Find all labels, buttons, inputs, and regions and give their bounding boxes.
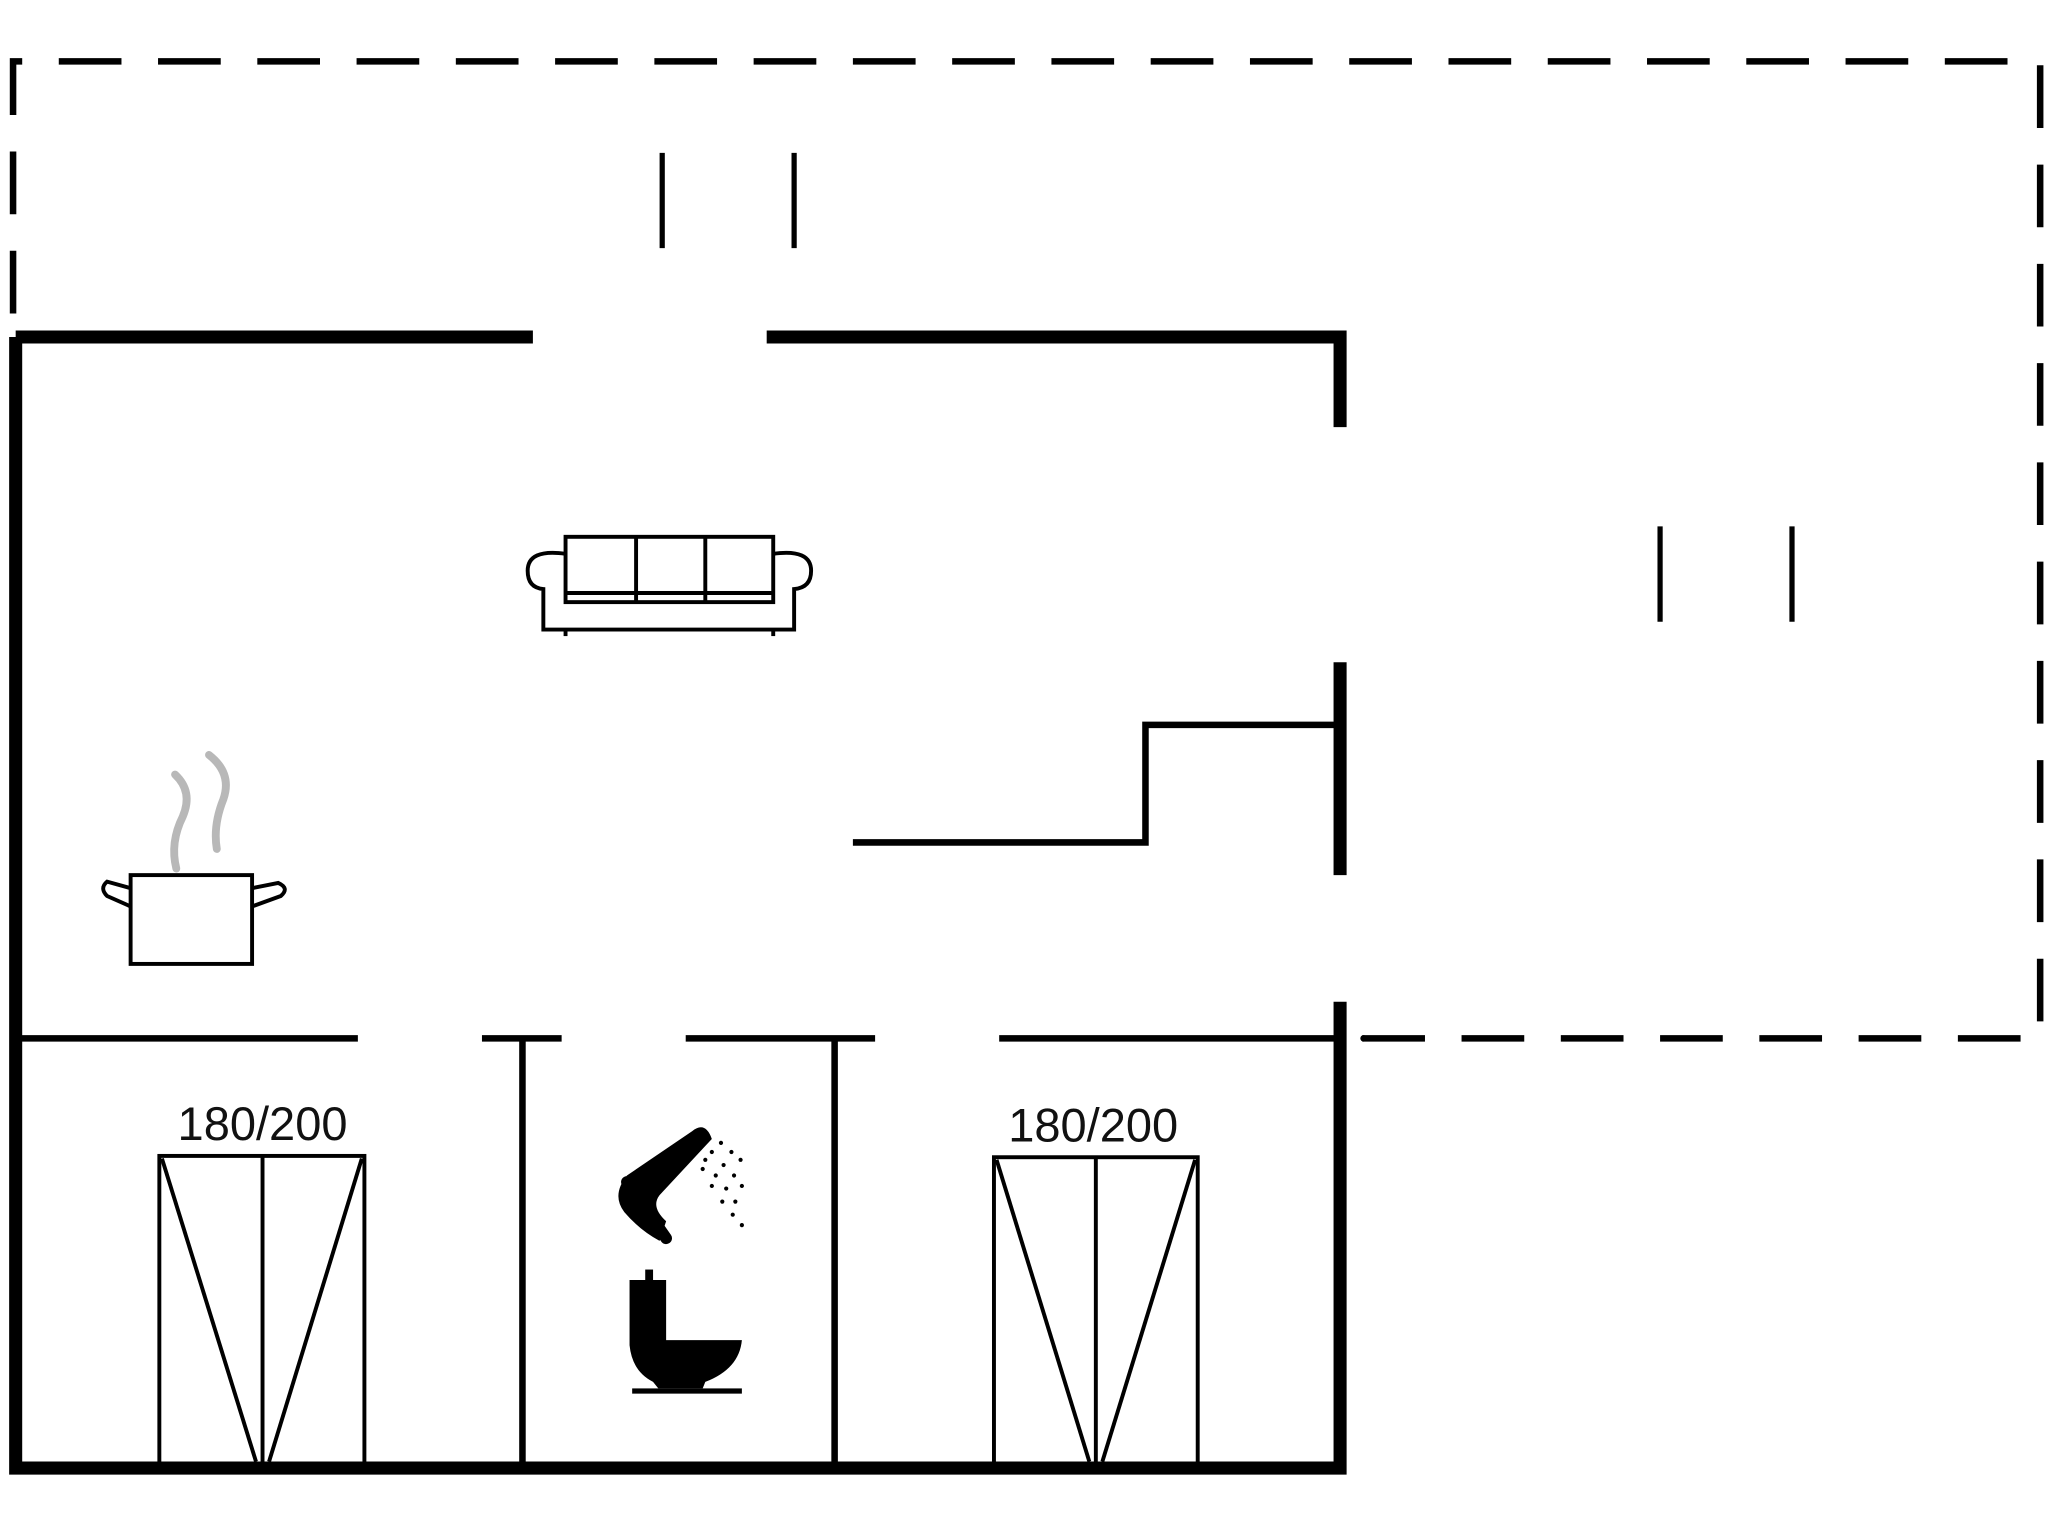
cooking-pot-icon [101, 751, 287, 966]
terrace-dot [1360, 1035, 1367, 1042]
bed-size-label: 180/200 [1008, 1099, 1178, 1152]
terrace-outline [9, 58, 2044, 1042]
interior-walls [20, 721, 1341, 1463]
terrace-markers [659, 152, 1795, 622]
shower-icon [618, 1127, 744, 1245]
toilet-icon [629, 1269, 742, 1394]
bed-icon [991, 1155, 1200, 1467]
bed-icon [157, 1153, 367, 1467]
sofa-icon [525, 534, 814, 637]
bed-size-label: 180/200 [178, 1097, 348, 1150]
exterior-walls [9, 330, 1347, 1475]
